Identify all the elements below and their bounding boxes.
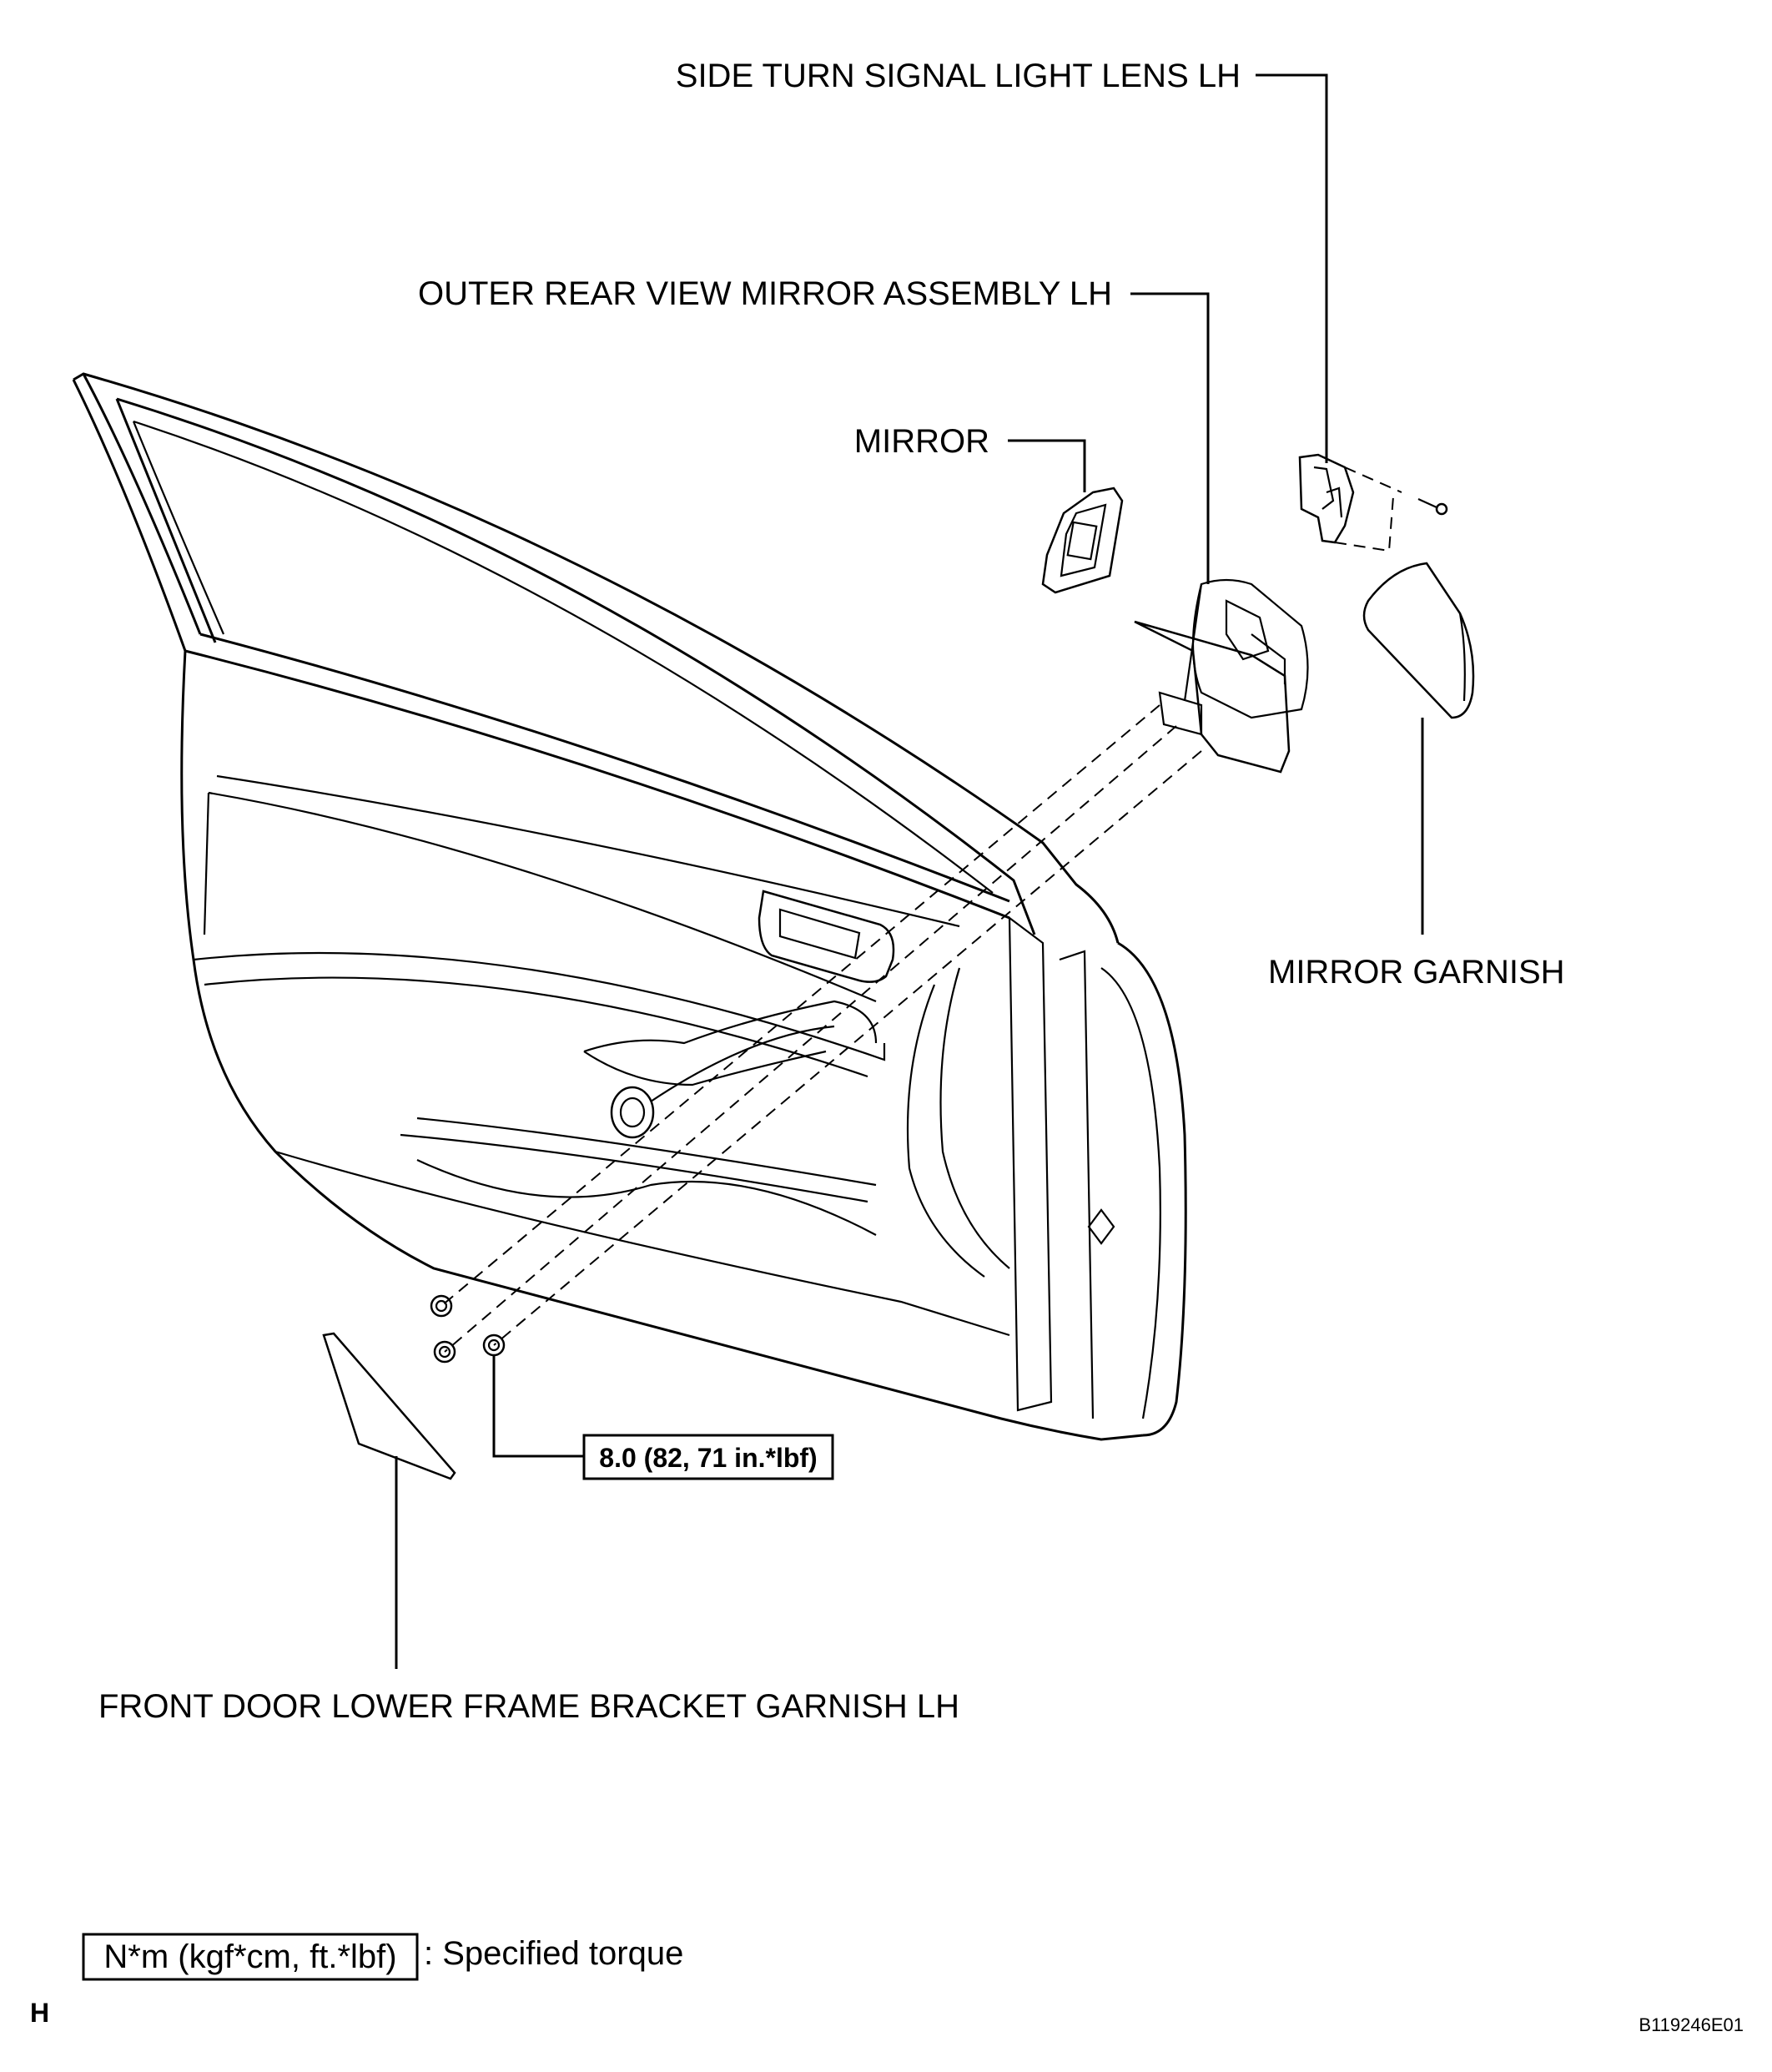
side-turn-signal-light-lens: [1298, 453, 1448, 552]
leader-lines: [395, 73, 1424, 1669]
legend-description: : Specified torque: [424, 1935, 683, 1972]
mirror-glass: [1041, 486, 1124, 594]
section-letter: H: [30, 1998, 49, 2028]
alignment-lines: [440, 704, 1202, 1353]
torque-callout: 8.0 (82, 71 in.*lbf): [582, 1434, 834, 1480]
mirror-garnish-label: MIRROR GARNISH: [1268, 954, 1565, 991]
outer-rear-view-mirror-assembly: [1134, 578, 1309, 774]
outer-mirror-assembly-label: OUTER REAR VIEW MIRROR ASSEMBLY LH: [418, 275, 1112, 312]
figure-code: B119246E01: [1639, 2014, 1744, 2035]
mirror-label: MIRROR: [854, 423, 989, 460]
front-door-illustration: [72, 372, 1187, 1441]
mounting-nuts: [430, 1294, 506, 1364]
legend-units: N*m (kgf*cm, ft.*lbf): [103, 1938, 396, 1975]
lower-frame-bracket-garnish: [322, 1332, 456, 1480]
torque-value: 8.0 (82, 71 in.*lbf): [599, 1443, 817, 1473]
mirror-garnish: [1362, 562, 1475, 719]
side-turn-signal-label: SIDE TURN SIGNAL LIGHT LENS LH: [676, 58, 1241, 94]
lower-frame-garnish-label: FRONT DOOR LOWER FRAME BRACKET GARNISH L…: [98, 1688, 959, 1725]
torque-legend: N*m (kgf*cm, ft.*lbf) : Specified torque: [82, 1933, 683, 1981]
